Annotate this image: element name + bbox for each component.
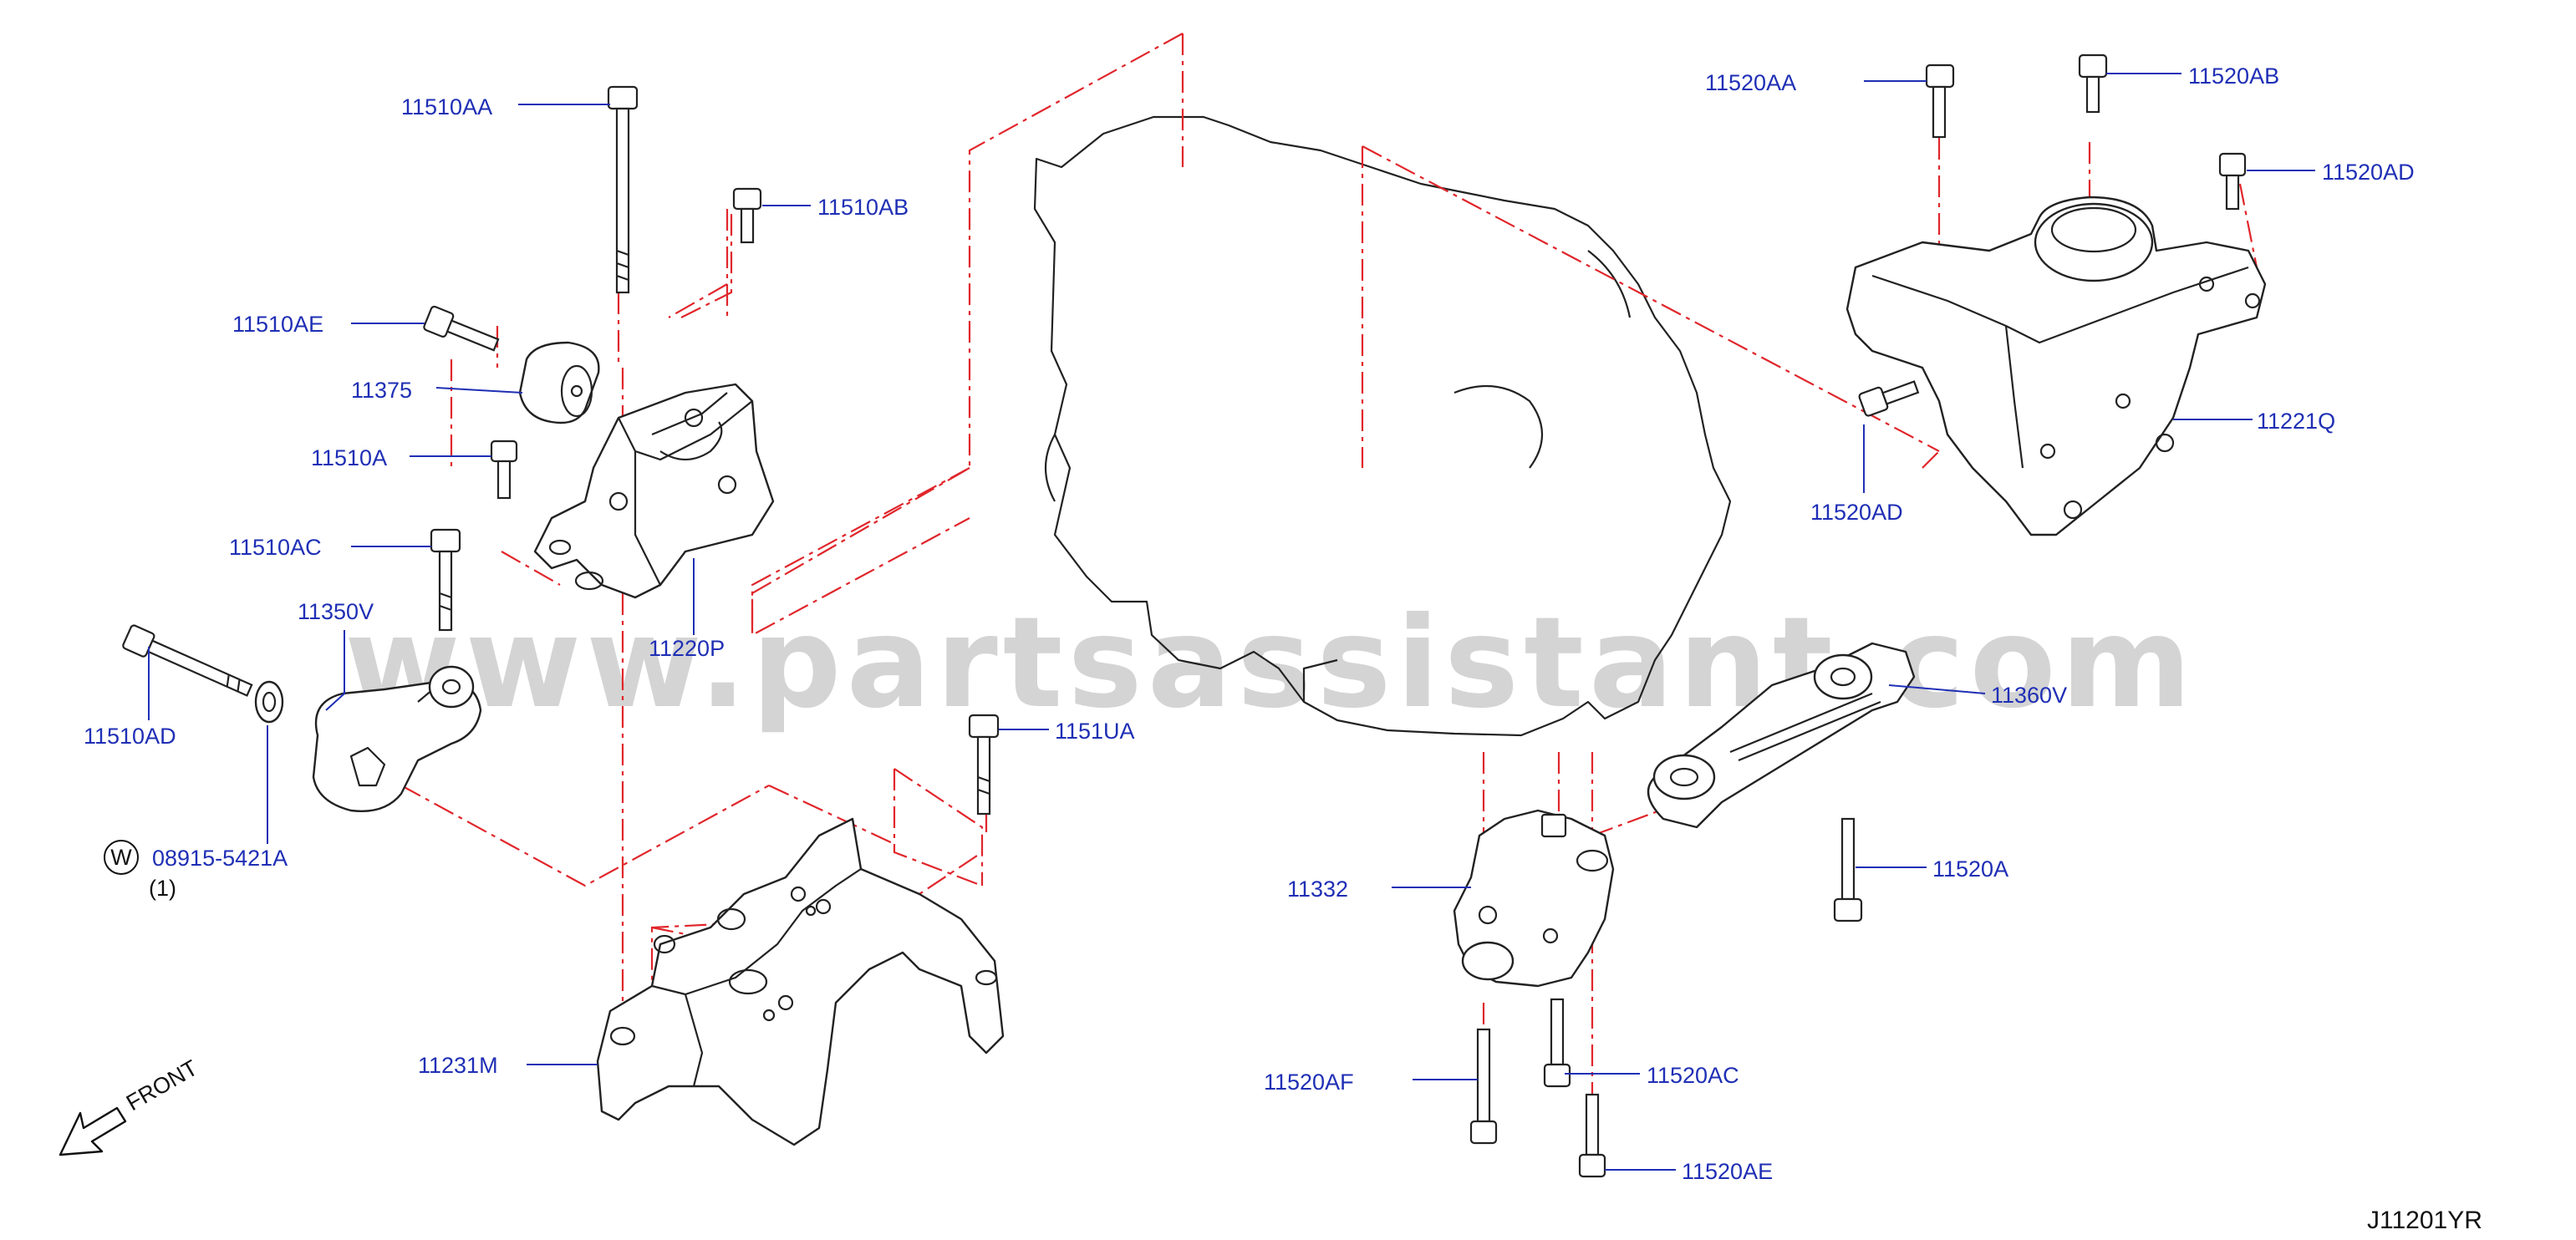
bolt-11510AE	[423, 305, 500, 352]
label-11520AA: 11520AA	[1705, 70, 1796, 95]
label-11520AF: 11520AF	[1264, 1070, 1354, 1095]
torque-rod-11360V	[1647, 642, 1916, 829]
engine-mount-11350V	[312, 665, 482, 812]
label-1151UA: 1151UA	[1055, 719, 1135, 744]
bolt-11520AB	[2078, 53, 2108, 114]
label-11510AD: 11510AD	[84, 724, 176, 749]
leader-lines	[148, 73, 2315, 1171]
label-11520AB: 11520AB	[2188, 64, 2279, 89]
bolt-11510AC	[430, 528, 461, 632]
bracket-11332	[1453, 809, 1615, 988]
label-11360V: 11360V	[1991, 683, 2067, 708]
bolt-11520AA	[1925, 64, 1955, 139]
bolt-11520AD-top	[2218, 152, 2247, 211]
label-11520AD-side: 11520AD	[1810, 500, 1903, 525]
front-indicator: FRONT	[59, 1055, 202, 1156]
washer-08915-5421A	[254, 680, 284, 724]
bolt-11520AF	[1469, 1028, 1498, 1145]
bolt-11520A	[1833, 817, 1863, 922]
bolt-11520AC	[1543, 998, 1571, 1088]
washer-quantity: (1)	[149, 876, 176, 901]
label-11221Q: 11221Q	[2257, 409, 2335, 434]
label-11520AC: 11520AC	[1647, 1063, 1739, 1088]
drawing-code: J11201YR	[2367, 1207, 2482, 1234]
bolt-11510A	[490, 440, 518, 500]
label-11520AE: 11520AE	[1682, 1159, 1773, 1184]
bolt-11520AE	[1578, 1093, 1606, 1178]
label-11375: 11375	[351, 378, 412, 403]
label-11332: 11332	[1287, 877, 1348, 902]
washer-symbol-letter: W	[110, 845, 132, 870]
bolt-11510AD	[122, 624, 253, 697]
label-11350V: 11350V	[298, 599, 374, 624]
washer-symbol: W	[104, 840, 139, 875]
bolt-1151UA	[968, 714, 1000, 816]
bolt-11520AD-side	[1858, 380, 1920, 417]
label-11231M: 11231M	[418, 1053, 498, 1078]
front-arrow-icon	[59, 1106, 127, 1156]
label-11510AE: 11510AE	[232, 312, 323, 337]
label-11510AC: 11510AC	[229, 535, 322, 560]
label-11520A: 11520A	[1932, 856, 2008, 882]
label-11510A: 11510A	[311, 445, 387, 470]
engine-mount-11221Q	[1845, 196, 2267, 536]
bolt-11510AA	[607, 85, 639, 294]
bushing-11375	[518, 341, 600, 424]
front-label: FRONT	[122, 1055, 202, 1115]
label-11520AD-top: 11520AD	[2322, 160, 2415, 185]
label-11510AB: 11510AB	[817, 195, 909, 220]
label-08915-5421A: 08915-5421A	[152, 846, 288, 871]
engine-mount-11220P	[533, 383, 775, 599]
label-11510AA: 11510AA	[401, 94, 492, 119]
part-labels: 11510AA 11510AB 11510AE 11375 11510A 115…	[84, 64, 2415, 1184]
bolt-11510AB	[732, 187, 762, 244]
label-11220P: 11220P	[649, 636, 725, 661]
bracket-11231M	[596, 817, 1005, 1146]
